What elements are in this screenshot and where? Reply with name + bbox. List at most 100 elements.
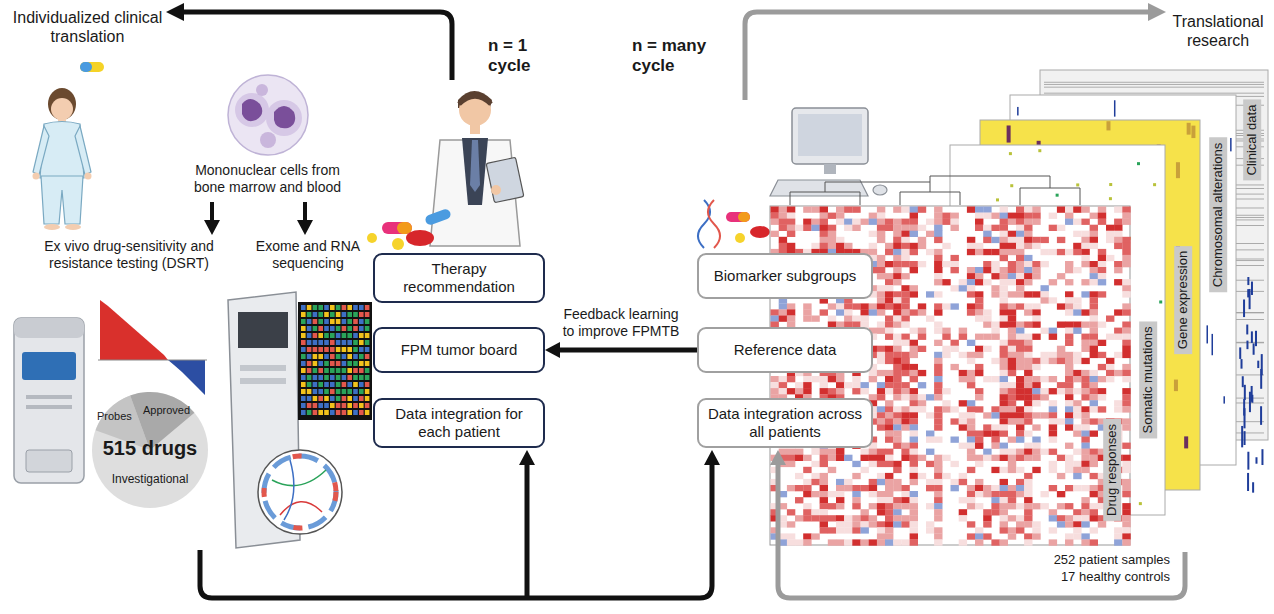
heatmap-cell <box>1000 497 1008 503</box>
heatmap-cell <box>975 364 983 370</box>
heatmap-cell <box>951 406 959 412</box>
heatmap-cell <box>926 219 934 225</box>
heatmap-cell <box>1000 213 1008 219</box>
heatmap-cell <box>1024 394 1032 400</box>
heatmap-cell <box>820 455 828 461</box>
heatmap-cell <box>959 479 967 485</box>
chromosome-mark <box>1114 100 1116 116</box>
heatmap-cell <box>771 376 779 382</box>
heatmap-cell <box>951 346 959 352</box>
heatmap-cell <box>1073 509 1081 515</box>
sequence-base <box>365 333 370 338</box>
heatmap-cell <box>1049 358 1057 364</box>
heatmap-cell <box>1122 255 1130 261</box>
heatmap-cell <box>828 316 836 322</box>
heatmap-cell <box>1065 219 1073 225</box>
heatmap-cell <box>885 527 893 533</box>
heatmap-cell <box>1057 237 1065 243</box>
heatmap-cell <box>1073 328 1081 334</box>
heatmap-cell <box>1122 479 1130 485</box>
heatmap-cell <box>934 418 942 424</box>
heatmap-cell <box>836 219 844 225</box>
heatmap-cell <box>942 334 950 340</box>
sequencer <box>240 378 286 384</box>
heatmap-cell <box>918 303 926 309</box>
heatmap-cell <box>1008 340 1016 346</box>
heatmap-cell <box>975 485 983 491</box>
heatmap-cell <box>1073 297 1081 303</box>
heatmap-cell <box>918 394 926 400</box>
heatmap-cell <box>811 515 819 521</box>
sequence-base <box>318 368 323 373</box>
heatmap-cell <box>1122 309 1130 315</box>
heatmap-cell <box>1122 527 1130 533</box>
heatmap-cell <box>910 207 918 213</box>
heatmap-cell <box>983 533 991 539</box>
sequence-base <box>301 354 306 359</box>
heatmap-cell <box>1024 418 1032 424</box>
drug-pie-chart <box>92 392 208 508</box>
heatmap-cell <box>1090 455 1098 461</box>
heatmap-cell <box>1090 297 1098 303</box>
heatmap-cell <box>901 358 909 364</box>
sequence-base <box>307 375 312 380</box>
sequencer <box>228 292 372 548</box>
heatmap-cell <box>1114 400 1122 406</box>
sequence-base <box>353 361 358 366</box>
heatmap-cell <box>877 255 885 261</box>
heatmap-cell <box>901 388 909 394</box>
heatmap-cell <box>901 515 909 521</box>
heatmap-cell <box>1098 207 1106 213</box>
heatmap-cell <box>1016 303 1024 309</box>
heatmap-cell <box>910 225 918 231</box>
heatmap-cell <box>1065 364 1073 370</box>
mutation-mark <box>1038 149 1041 152</box>
response-bar-chart <box>98 360 207 361</box>
heatmap-cell <box>893 291 901 297</box>
heatmap-cell <box>885 249 893 255</box>
heatmap-cell <box>861 219 869 225</box>
computer-icon <box>873 185 887 195</box>
patient-figure <box>44 224 60 230</box>
heatmap-cell <box>1065 340 1073 346</box>
flow-arrow <box>204 202 313 235</box>
heatmap-cell <box>1114 328 1122 334</box>
heatmap-cell <box>1049 400 1057 406</box>
heatmap-cell <box>877 533 885 539</box>
heatmap-cell <box>869 303 877 309</box>
heatmap-cell <box>1032 527 1040 533</box>
heatmap-cell <box>877 213 885 219</box>
heatmap-cell <box>795 497 803 503</box>
heatmap-cell <box>910 424 918 430</box>
heatmap-cell <box>836 503 844 509</box>
heatmap-cell <box>836 497 844 503</box>
heatmap-cell <box>951 225 959 231</box>
heatmap-cell <box>991 267 999 273</box>
heatmap-cell <box>877 322 885 328</box>
sequence-base <box>353 410 358 415</box>
arrow-head <box>545 342 560 358</box>
heatmap-cell <box>1106 334 1114 340</box>
heatmap-cell <box>918 243 926 249</box>
heatmap-cell <box>836 237 844 243</box>
heatmap-cell <box>1073 521 1081 527</box>
expression-mark <box>1176 162 1180 178</box>
sequence-base <box>365 305 370 310</box>
heatmap-cell <box>1041 449 1049 455</box>
sequence-base <box>330 410 335 415</box>
heatmap-cell <box>967 285 975 291</box>
heatmap-cell <box>1032 207 1040 213</box>
heatmap-cell <box>869 485 877 491</box>
heatmap-cell <box>934 527 942 533</box>
heatmap-cell <box>934 249 942 255</box>
sequence-base <box>324 361 329 366</box>
heatmap-cell <box>885 352 893 358</box>
heatmap-cell <box>910 437 918 443</box>
heatmap-cell <box>1122 237 1130 243</box>
heatmap-cell <box>877 394 885 400</box>
heatmap-cell <box>1008 273 1016 279</box>
heatmap-cell <box>1024 449 1032 455</box>
sequence-base <box>330 403 335 408</box>
heatmap-cell <box>959 418 967 424</box>
circos-plot <box>284 460 294 520</box>
